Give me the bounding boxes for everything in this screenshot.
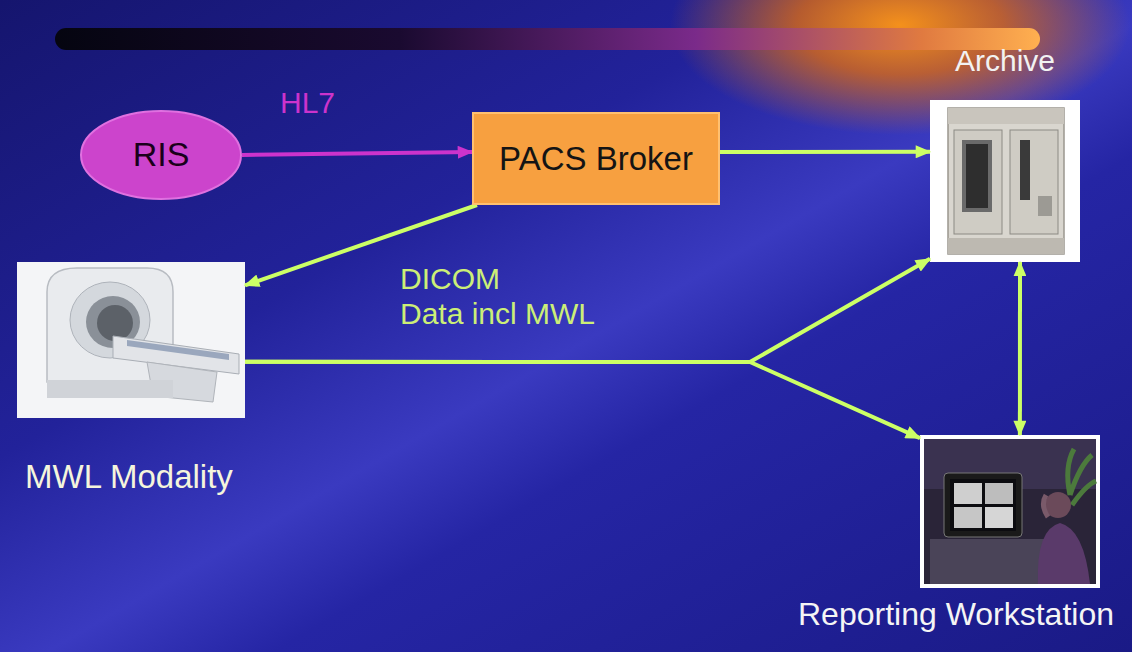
node-label: Reporting Workstation — [798, 596, 1114, 633]
workstation-node: Reporting Workstation — [920, 435, 1100, 588]
modality-picture — [17, 262, 245, 418]
node-label: MWL Modality — [25, 458, 233, 496]
node-label: RIS — [133, 135, 190, 174]
connector-arrow — [1018, 262, 1022, 435]
archive-picture — [930, 100, 1080, 262]
connector-arrow — [720, 150, 930, 154]
connector-arrow — [245, 259, 930, 362]
modality-node: MWL Modality — [17, 262, 245, 418]
ris-ellipse: RIS — [80, 110, 242, 200]
archive-node: Archive — [930, 100, 1080, 262]
node-label: PACS Broker — [499, 140, 693, 178]
workstation-picture — [920, 435, 1100, 588]
broker-box: PACS Broker — [472, 112, 720, 205]
free-label: DICOM Data incl MWL — [400, 262, 615, 331]
connector-arrow — [245, 362, 920, 438]
connector-arrow — [242, 152, 472, 155]
node-label: Archive — [955, 44, 1055, 79]
gradient-bar — [55, 28, 1040, 50]
edge-label: HL7 — [280, 86, 335, 121]
ellipse-shape — [81, 111, 241, 199]
